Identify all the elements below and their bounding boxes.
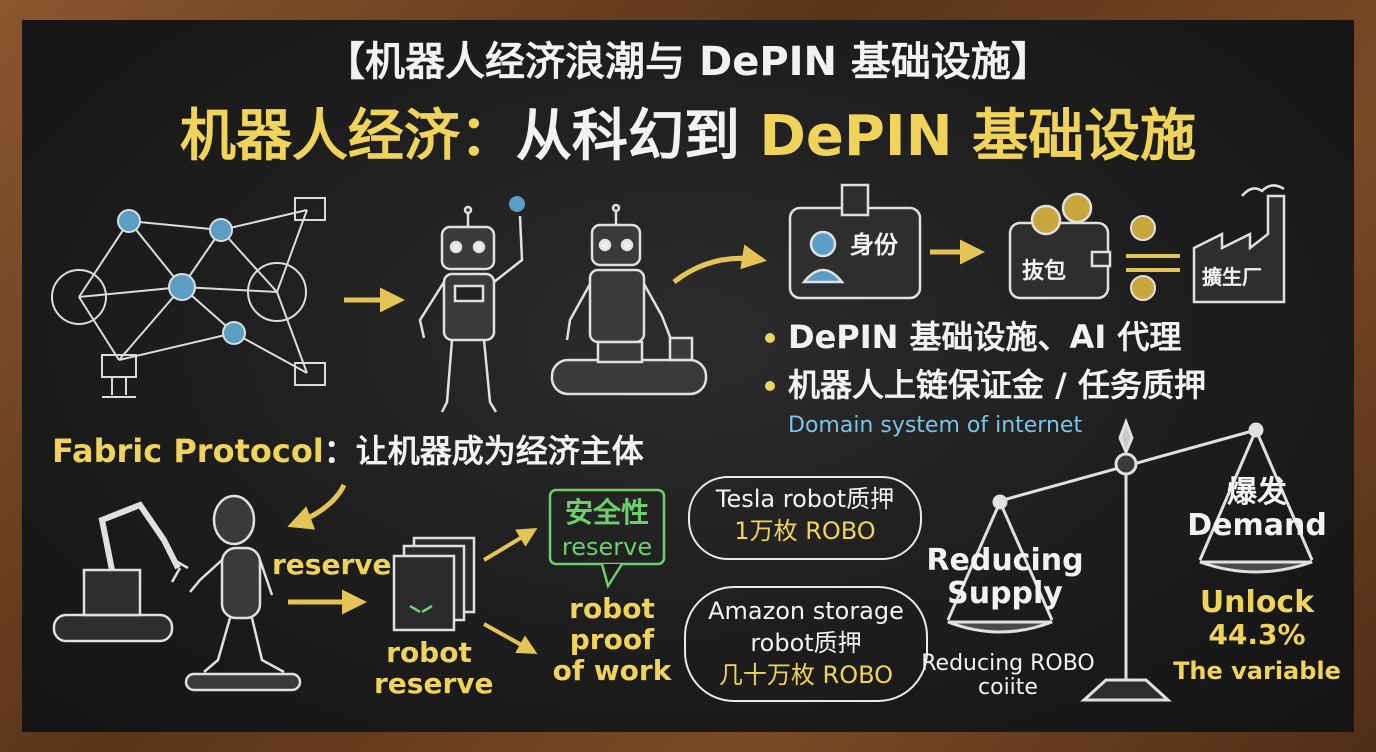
safety-sub: reserve: [561, 533, 653, 561]
amazon-line-2: robot质押: [750, 629, 862, 657]
tracked-robot-icon: [550, 203, 708, 396]
bullet-caption: Domain system of internet: [788, 413, 1083, 438]
arrow-icon: [672, 244, 767, 284]
safety-title: 安全性: [564, 496, 649, 529]
factory-icon: [1192, 184, 1286, 304]
tesla-bubble: [688, 476, 922, 560]
arrow-icon: [483, 622, 538, 654]
robot-proof-label: robot proof of work: [542, 592, 682, 687]
coin-exchange-icon: [1126, 215, 1180, 301]
factory-label: 擴生厂: [1202, 265, 1262, 289]
robot-arm-icon: [52, 501, 189, 643]
proof-line-3: of work: [552, 653, 672, 687]
subtitle: 【机器人经济浪潮与 DePIN 基础设施】: [325, 39, 1051, 85]
demand-label: 爆发 Demand: [1182, 476, 1332, 542]
amazon-bubble: [684, 586, 928, 702]
fabric-protocol-desc: ：让机器成为经济主体: [323, 432, 644, 470]
documents-icon: [392, 536, 476, 632]
tesla-line-1: Tesla robot质押: [715, 485, 895, 513]
title-part-yellow: 机器人经济：: [179, 104, 516, 169]
title-part-yellow-2: DePIN 基础设施: [759, 104, 1197, 169]
bullet-item-1: DePIN 基础设施、AI 代理: [788, 318, 1182, 356]
bullet-dot-icon: [765, 381, 775, 391]
id-card-label: 身份: [850, 231, 898, 259]
reducing-supply-label: Reducing Supply: [920, 544, 1090, 610]
reducing-robo-line-2: coiite: [978, 675, 1038, 701]
amazon-line-3: 几十万枚 ROBO: [718, 661, 894, 689]
id-card-icon: [788, 183, 922, 300]
proof-line-2: proof: [569, 622, 655, 656]
reducing-robo-label: Reducing ROBO coiite: [910, 651, 1106, 701]
reducing-robo-line-1: Reducing ROBO: [921, 651, 1095, 676]
reserve-label: reserve: [272, 548, 392, 581]
robot-reserve-line-1: robot: [386, 636, 472, 669]
tesla-line-2: 1万枚 ROBO: [734, 517, 876, 545]
unlock-variable: The variable: [1173, 657, 1341, 685]
spark-icon: [509, 196, 525, 212]
speech-tail-icon: [600, 563, 624, 590]
reducing-supply-line-2: Supply: [947, 576, 1063, 611]
wallet-label: 抜包: [1022, 259, 1067, 284]
title-part-white: 从科幻到: [515, 104, 740, 169]
robot-reserve-label: robot reserve: [374, 636, 494, 700]
amazon-line-1: Amazon storage: [708, 597, 904, 625]
arrow-icon: [287, 483, 347, 530]
fabric-protocol-name: Fabric Protocol: [52, 432, 324, 470]
chalk-illustrations: [51, 183, 1314, 702]
proof-line-1: robot: [569, 592, 655, 625]
wallet-icon: [1008, 192, 1112, 300]
robot-reserve-line-2: reserve: [374, 666, 494, 700]
demand-line-1: 爆发: [1227, 475, 1287, 510]
bullet-dot-icon: [765, 333, 775, 343]
fabric-protocol-heading: Fabric Protocol：让机器成为经济主体: [52, 432, 644, 470]
arrow-icon: [482, 527, 538, 562]
balance-scale-icon: [946, 417, 1314, 702]
chalkboard: 【机器人经济浪潮与 DePIN 基础设施】 机器人经济：从科幻到 DePIN 基…: [22, 20, 1354, 732]
bullet-item-2: 机器人上链保证金 / 任务质押: [788, 366, 1206, 404]
unlock-label: Unlock: [1199, 585, 1315, 620]
humanoid-robot-icon: [418, 205, 524, 413]
walking-robot-icon: [184, 494, 302, 692]
demand-line-2: Demand: [1187, 508, 1327, 543]
reducing-supply-line-1: Reducing: [926, 543, 1084, 578]
unlock-percent: 44.3%: [1208, 618, 1306, 651]
page-title: 机器人经济：从科幻到 DePIN 基础设施: [22, 106, 1354, 168]
network-node-icons: [117, 209, 246, 345]
